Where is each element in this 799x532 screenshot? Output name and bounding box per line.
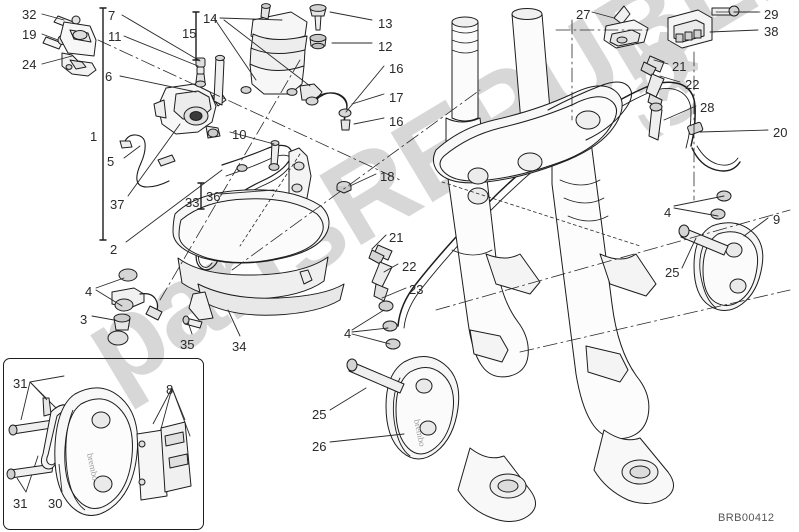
part-nut-18 [337, 182, 351, 194]
part-hose-splitter [108, 269, 162, 345]
callout-26: 26 [312, 439, 327, 454]
part-reservoir-cap [310, 5, 326, 49]
part-bolt-29 [712, 6, 739, 16]
callout-7: 7 [108, 8, 116, 23]
callout-18: 18 [380, 169, 395, 184]
leader-lines [26, 12, 768, 492]
part-caliper-bolt-right [679, 225, 728, 255]
callout-34: 34 [232, 339, 247, 354]
callout-10: 10 [232, 127, 247, 142]
callout-2: 2 [110, 242, 118, 257]
callout-31: 31 [13, 496, 28, 511]
callout-19: 19 [22, 27, 37, 42]
callout-37: 37 [110, 197, 125, 212]
part-pivot-bolt-10 [269, 141, 279, 171]
part-left-switch-block [43, 16, 96, 76]
callout-30: 30 [48, 496, 63, 511]
part-banjo-fittings [196, 55, 225, 105]
callout-16: 16 [389, 114, 404, 129]
callout-36: 36 [206, 189, 221, 204]
callout-25: 25 [665, 265, 680, 280]
part-hose-fittings-16 [306, 97, 351, 130]
part-fluid-reservoir [241, 4, 322, 100]
callout-38: 38 [764, 24, 779, 39]
part-brake-light-switch-wire [124, 135, 169, 187]
callout-27: 27 [576, 7, 591, 22]
callout-12: 12 [378, 39, 393, 54]
callout-6: 6 [105, 69, 113, 84]
assembly-axes [98, 12, 790, 352]
callout-31: 31 [13, 376, 28, 391]
callout-22: 22 [685, 77, 700, 92]
part-caliper-bolt-mid [347, 359, 404, 393]
callout-25: 25 [312, 407, 327, 422]
callout-13: 13 [378, 16, 393, 31]
callout-9: 9 [773, 212, 781, 227]
inset-caliper-detail: brembo [6, 381, 192, 516]
callout-4: 4 [85, 284, 93, 299]
callout-20: 20 [773, 125, 788, 140]
callout-35: 35 [180, 337, 195, 352]
callout-29: 29 [764, 7, 779, 22]
callout-32: 32 [22, 7, 37, 22]
part-right-switch-fittings [641, 56, 664, 140]
callout-17: 17 [389, 90, 404, 105]
part-connector-38 [668, 10, 712, 48]
callout-28: 28 [700, 100, 715, 115]
callout-4: 4 [344, 326, 352, 341]
callout-23: 23 [409, 282, 424, 297]
callout-1: 1 [90, 129, 98, 144]
callout-22: 22 [402, 259, 417, 274]
callout-14: 14 [203, 11, 218, 26]
callout-33: 33 [185, 195, 200, 210]
callout-5: 5 [107, 154, 115, 169]
callout-4: 4 [664, 205, 672, 220]
part-caliper-mid: brembo [386, 356, 459, 459]
callout-11: 11 [108, 29, 122, 44]
callout-21: 21 [389, 230, 404, 245]
part-washers-4-right [711, 191, 731, 219]
part-handlebar-switch-right [604, 6, 648, 48]
part-instrument-cowl [173, 190, 344, 320]
group-brackets [100, 8, 204, 240]
callout-15: 15 [182, 26, 197, 41]
part-screw-35 [183, 316, 202, 328]
part-front-fork-assembly [433, 9, 673, 522]
callout-21: 21 [672, 59, 687, 74]
callout-24: 24 [22, 57, 37, 72]
callout-3: 3 [80, 312, 88, 327]
drawing-code: BRB00412 [718, 512, 775, 524]
callout-8: 8 [166, 382, 174, 397]
part-master-cylinder [154, 84, 226, 138]
callout-16: 16 [389, 61, 404, 76]
